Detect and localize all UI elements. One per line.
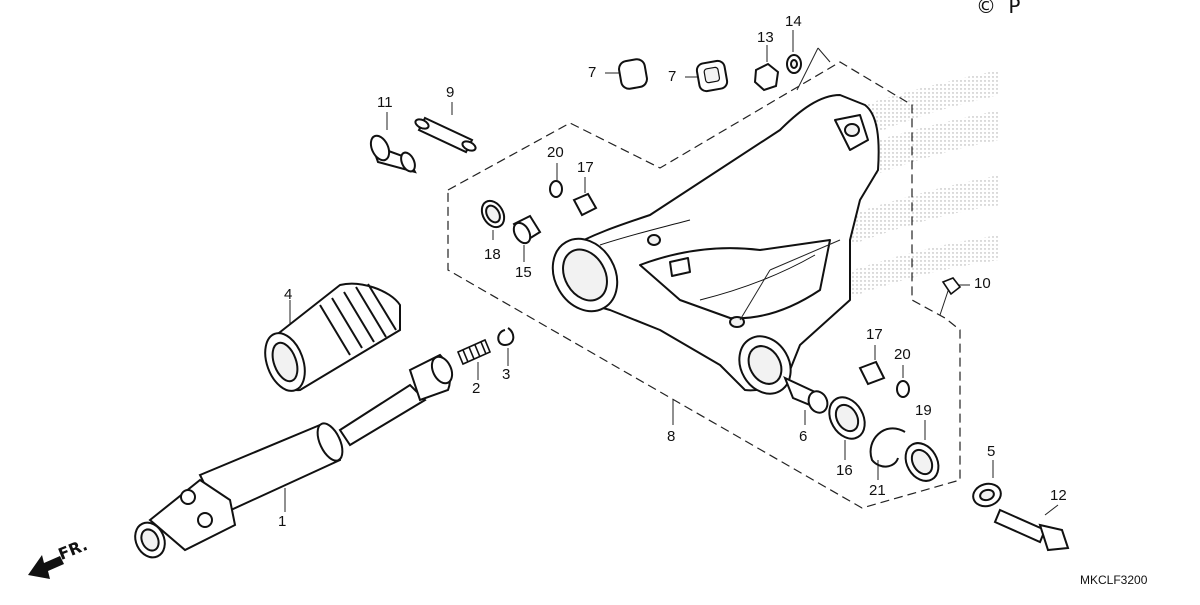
pivot-pin [414, 116, 477, 154]
swingarm [551, 94, 880, 395]
copyright-fragment: P [1008, 0, 1021, 18]
callout-3: 3 [502, 366, 511, 383]
callout-2: 2 [472, 380, 481, 397]
rubber-boot [264, 282, 401, 392]
front-arrow-icon [28, 555, 64, 579]
spring [456, 338, 492, 366]
callout-18: 18 [484, 246, 501, 263]
callout-4: 4 [284, 286, 293, 303]
drawing-code: MKCLF3200 [1080, 573, 1148, 587]
hex-nut [753, 62, 780, 92]
copyright-mark: © P [976, 0, 1020, 18]
callout-15: 15 [515, 264, 532, 281]
small-washer [786, 54, 802, 74]
washer [972, 482, 1002, 508]
callout-10: 10 [974, 275, 991, 292]
callout-14: 14 [785, 13, 802, 30]
callout-9: 9 [446, 84, 455, 101]
callout-20b: 20 [894, 346, 911, 363]
copyright-glyph: © [976, 0, 996, 18]
callout-11: 11 [377, 94, 393, 111]
callout-12: 12 [1050, 487, 1067, 504]
callout-17a: 17 [577, 159, 594, 176]
callout-13: 13 [757, 29, 774, 46]
pivot-collar [783, 376, 829, 414]
callout-6: 6 [799, 428, 808, 445]
callout-16: 16 [836, 462, 853, 479]
small-nut [941, 277, 962, 296]
callout-7b: 7 [668, 68, 677, 85]
callout-5: 5 [987, 443, 996, 460]
callout-1: 1 [278, 513, 287, 530]
callout-19: 19 [915, 402, 932, 419]
callout-20a: 20 [547, 144, 564, 161]
callout-7a: 7 [588, 64, 597, 81]
assembly-outline [447, 61, 961, 509]
circlip [497, 327, 515, 347]
cap-left [618, 58, 648, 90]
pivot-adjuster [369, 134, 417, 174]
callout-17b: 17 [866, 326, 883, 343]
pivot-bolt [993, 508, 1070, 552]
callout-21: 21 [869, 482, 886, 499]
bearings-seals [480, 180, 940, 482]
drive-shaft [134, 353, 454, 559]
leader-lines [284, 30, 1059, 516]
callout-8: 8 [667, 428, 676, 445]
